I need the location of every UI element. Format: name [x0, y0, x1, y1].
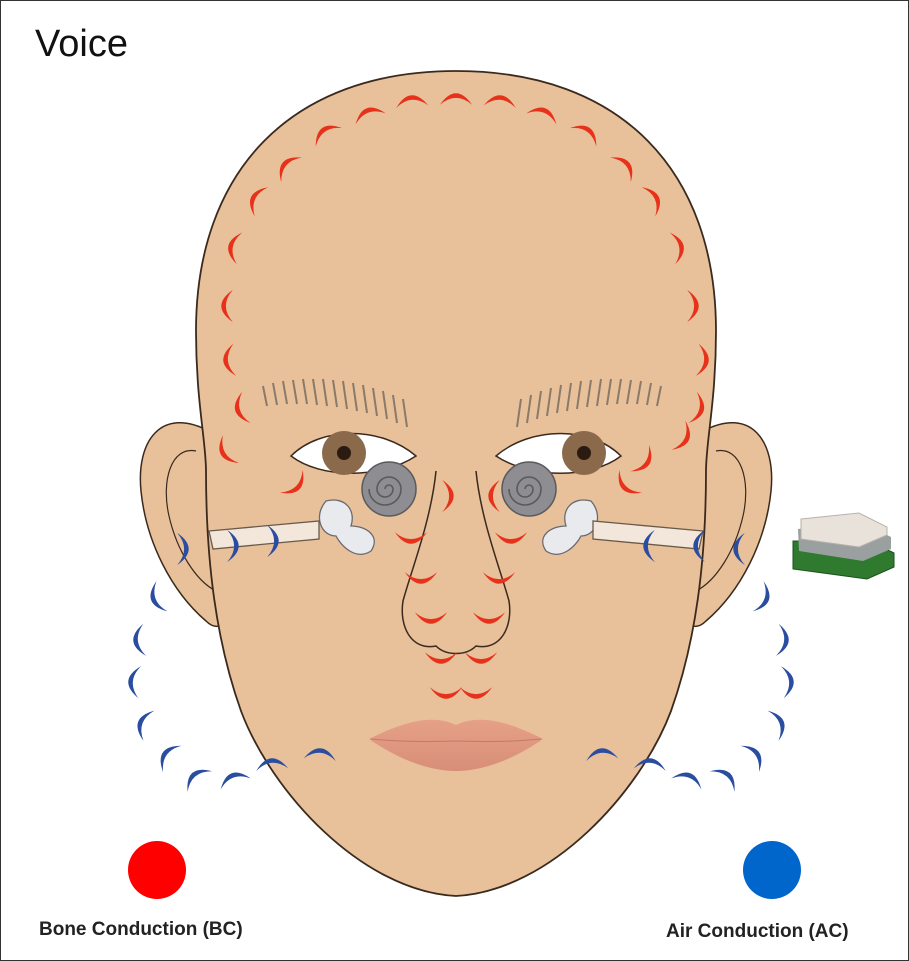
legend-bc-dot — [128, 841, 186, 899]
ac-wave-arc — [146, 581, 168, 615]
cochlea-left-icon — [362, 462, 416, 516]
diagram-title: Voice — [35, 23, 128, 66]
ac-wave-arc — [768, 707, 790, 741]
legend-bc-label: Bone Conduction (BC) — [39, 919, 243, 941]
ac-wave-arc — [217, 768, 251, 790]
ac-wave-arc — [180, 762, 212, 792]
legend-ac-dot — [743, 841, 801, 899]
ac-wave-arc — [753, 581, 775, 615]
legend-ac-label: Air Conduction (AC) — [666, 921, 849, 943]
ac-wave-arc — [710, 762, 742, 792]
mems-sensor-chip-icon — [793, 513, 894, 579]
ac-wave-arc — [154, 739, 182, 772]
ac-wave-arc — [740, 739, 768, 772]
ac-wave-arc — [776, 624, 790, 657]
ac-wave-arc — [671, 768, 705, 790]
ac-wave-arc — [781, 665, 795, 698]
cochlea-right-icon — [502, 462, 556, 516]
ac-wave-arc — [127, 665, 141, 698]
ac-wave-arc — [133, 707, 155, 741]
face-outline — [196, 71, 716, 896]
ac-wave-arc — [132, 624, 146, 657]
